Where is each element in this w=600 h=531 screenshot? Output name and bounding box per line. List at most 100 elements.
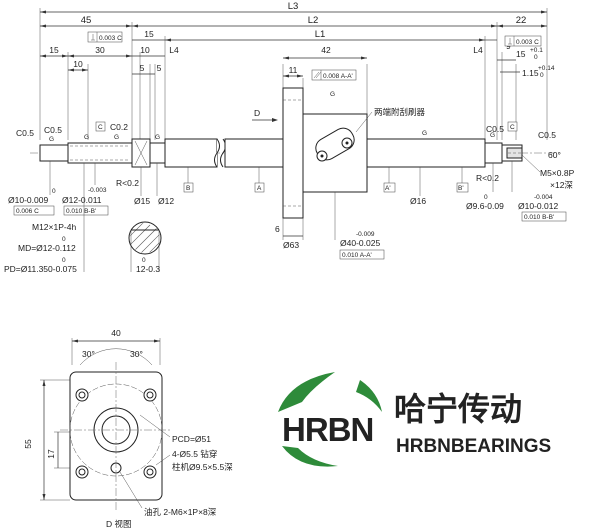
- gdt-runout-a: 0.006 C: [16, 208, 39, 215]
- screw-left: [164, 138, 218, 168]
- key-dim: 12-0.3: [136, 264, 160, 274]
- g-1: G: [49, 136, 54, 143]
- label-view-d: D: [254, 108, 260, 118]
- gdt-perp-a: 0.003 C: [99, 35, 122, 42]
- gdt-perp-right: 0.003 C: [504, 35, 542, 47]
- pd-tol: 0: [62, 257, 66, 264]
- d6-label: 6: [275, 224, 280, 234]
- logo-cn: 哈宁传动: [394, 391, 522, 427]
- flange-a30a: 30°: [82, 349, 95, 359]
- d10r-label: Ø10-0.012: [518, 201, 558, 211]
- diameter-callouts: 0 Ø10-0.009 0.006 C -0.003 Ø12-0.011 0.0…: [8, 161, 567, 260]
- dim-11: 11: [289, 65, 298, 75]
- g-2: G: [84, 134, 89, 141]
- label-c05c: C0.5: [486, 124, 504, 134]
- ref-c-right: C: [510, 124, 515, 131]
- label-c02: C0.2: [110, 122, 128, 132]
- d96-tol: 0: [484, 194, 488, 201]
- label-m5-depth: ×12深: [550, 180, 573, 190]
- gdt-runout-b: 0.010 B-B': [66, 208, 96, 215]
- shaft-right-d12: [484, 142, 503, 164]
- ref-b2: B': [458, 185, 464, 192]
- label-r02a: R<0.2: [116, 178, 139, 188]
- dim-5a: 5: [140, 63, 145, 73]
- ref-a1: A: [257, 185, 262, 192]
- flange-pcd: PCD=Ø51: [172, 434, 211, 444]
- label-60deg: 60°: [548, 150, 561, 160]
- thread-spec: M12×1P-4h 0 MD=Ø12-0.112 0 PD=Ø11.350-0.…: [4, 163, 85, 274]
- shaft-section-d12: [149, 142, 166, 164]
- d10-label: Ø10-0.009: [8, 195, 48, 205]
- dim-10b: 10: [140, 45, 150, 55]
- d10-tol: 0: [52, 188, 56, 195]
- ball-screw-shaft: G G G G G G G C0.5 C0.5 C C0.2 C0.5 C C0…: [16, 87, 575, 219]
- logo-mark: HRBN: [282, 411, 373, 448]
- datum-marks: B A A' B': [183, 167, 469, 193]
- dim-15b: 15: [144, 29, 154, 39]
- dim-5b: 5: [157, 63, 162, 73]
- d10r-tol: -0.004: [534, 194, 553, 201]
- d16-label: Ø16: [410, 196, 426, 206]
- tol-plus01: +0.1: [530, 47, 543, 54]
- screw-right: [366, 138, 486, 168]
- gdt-perp-b: 0.003 C: [516, 39, 539, 46]
- logo-en: HRBNBEARINGS: [396, 436, 551, 457]
- flange-oil: 油孔 2-M6×1P×8深: [144, 507, 217, 517]
- dim-l4a: L4: [169, 45, 179, 55]
- label-r02b: R<0.2: [476, 173, 499, 183]
- dim-22: 22: [516, 15, 527, 26]
- d12-label: Ø12-0.011: [62, 195, 102, 205]
- label-c05b: C0.5: [44, 125, 62, 135]
- flange-cbore: 柱机Ø9.5×5.5深: [172, 462, 233, 472]
- flange-h17: 17: [46, 449, 56, 459]
- tol-zero-b: 0: [540, 72, 544, 79]
- key-tol: 0: [142, 257, 146, 264]
- surface-marks: G G G G G G G: [49, 91, 495, 143]
- flange-title: D 视图: [106, 519, 132, 529]
- d12-tol: -0.003: [88, 187, 107, 194]
- g-3: G: [114, 134, 119, 141]
- ref-a2: A': [385, 185, 391, 192]
- dim-l3: L3: [288, 1, 299, 12]
- label-c05d: C0.5: [538, 130, 556, 140]
- d12b-label: Ø12: [158, 196, 174, 206]
- dim-15c: 15: [516, 49, 526, 59]
- thread-md: MD=Ø12-0.112: [18, 243, 76, 253]
- dim-10a: 10: [73, 59, 83, 69]
- g-6: G: [422, 130, 427, 137]
- return-tube-icon: [315, 127, 355, 162]
- label-m5: M5×0.8P: [540, 168, 575, 178]
- top-dimensions: L3 45 L2 22 L1 15 9 0.003 C 0: [39, 1, 555, 140]
- flange-holes: 4-Ø5.5 钻穿: [172, 449, 217, 459]
- gdt-perp-left: 0.003 C: [87, 31, 123, 43]
- bolt-holes: [75, 388, 157, 479]
- g-5: G: [330, 91, 335, 98]
- d40-tol: -0.009: [356, 231, 375, 238]
- nut-flange: [282, 87, 304, 219]
- g-7: G: [490, 132, 495, 139]
- d63-label: Ø63: [283, 240, 299, 250]
- dim-42: 42: [321, 45, 331, 55]
- flange-a30b: 30°: [130, 349, 143, 359]
- logo-swoosh-icon: [278, 372, 382, 467]
- tol-zero: 0: [534, 54, 538, 61]
- gdt-parallel: 0.008 A-A': [311, 69, 357, 81]
- gdt-runout-c: 0.010 A-A': [342, 252, 372, 259]
- key-section: 0 12-0.3: [128, 221, 162, 274]
- label-wiper: 两端附刮刷器: [374, 107, 426, 117]
- thread-pd: PD=Ø11.350-0.075: [4, 264, 77, 274]
- screw-mid: [224, 138, 284, 168]
- md-tol: 0: [62, 236, 66, 243]
- g-4: G: [155, 134, 160, 141]
- dim-l1: L1: [315, 29, 326, 40]
- flange-view: 40 30° 30° 55 17 PCD=Ø51 4-Ø5.5 钻穿 柱机Ø9: [23, 328, 233, 529]
- tol-plus014: +0.14: [538, 65, 555, 72]
- brand-logo: HRBN 哈宁传动 HRBNBEARINGS: [278, 372, 551, 467]
- gdt-runout-d: 0.010 B-B': [524, 214, 554, 221]
- dim-30: 30: [95, 45, 105, 55]
- dim-l4b: L4: [473, 45, 483, 55]
- dim-45: 45: [81, 15, 92, 26]
- ref-b1: B: [186, 185, 190, 192]
- d96-label: Ø9.6-0.09: [466, 201, 504, 211]
